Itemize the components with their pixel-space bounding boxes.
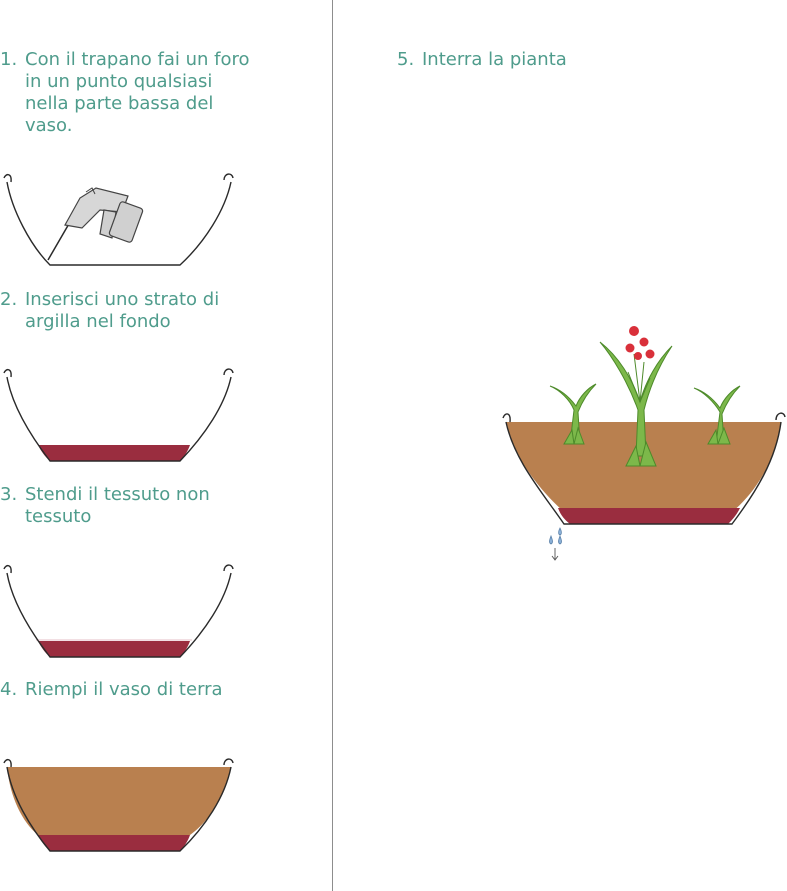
step-2-text: Inserisci uno strato di argilla nel fond… (25, 289, 219, 333)
pot-icon (4, 759, 233, 851)
step-5-text: Interra la pianta (422, 49, 567, 71)
step-2-number: 2. (0, 289, 17, 311)
step-4: 4. Riempi il vaso di terra (0, 679, 320, 703)
drill-icon (48, 188, 143, 260)
pot-icon (4, 565, 233, 657)
step-4-text: Riempi il vaso di terra (25, 679, 223, 701)
step-2: 2. Inserisci uno strato di argilla nel f… (0, 289, 320, 335)
step-4-illustration (0, 757, 240, 857)
step-3-illustration (0, 561, 240, 661)
step-1-illustration (0, 170, 240, 270)
step-1-text: Con il trapano fai un foro in un punto q… (25, 49, 250, 137)
step-1: 1. Con il trapano fai un foro in un punt… (0, 49, 320, 139)
step-5-number: 5. (397, 49, 414, 71)
step-3: 3. Stendi il tessuto non tessuto (0, 484, 320, 530)
step-3-text: Stendi il tessuto non tessuto (25, 484, 210, 528)
step-5: 5. Interra la pianta (397, 49, 737, 73)
step-3-number: 3. (0, 484, 17, 506)
step-1-number: 1. (0, 49, 17, 71)
step-5-illustration (500, 320, 787, 570)
step-2-illustration (0, 365, 240, 465)
column-divider (332, 0, 333, 891)
step-4-number: 4. (0, 679, 17, 701)
water-drop-icon (550, 528, 562, 560)
pot-icon (4, 369, 233, 461)
